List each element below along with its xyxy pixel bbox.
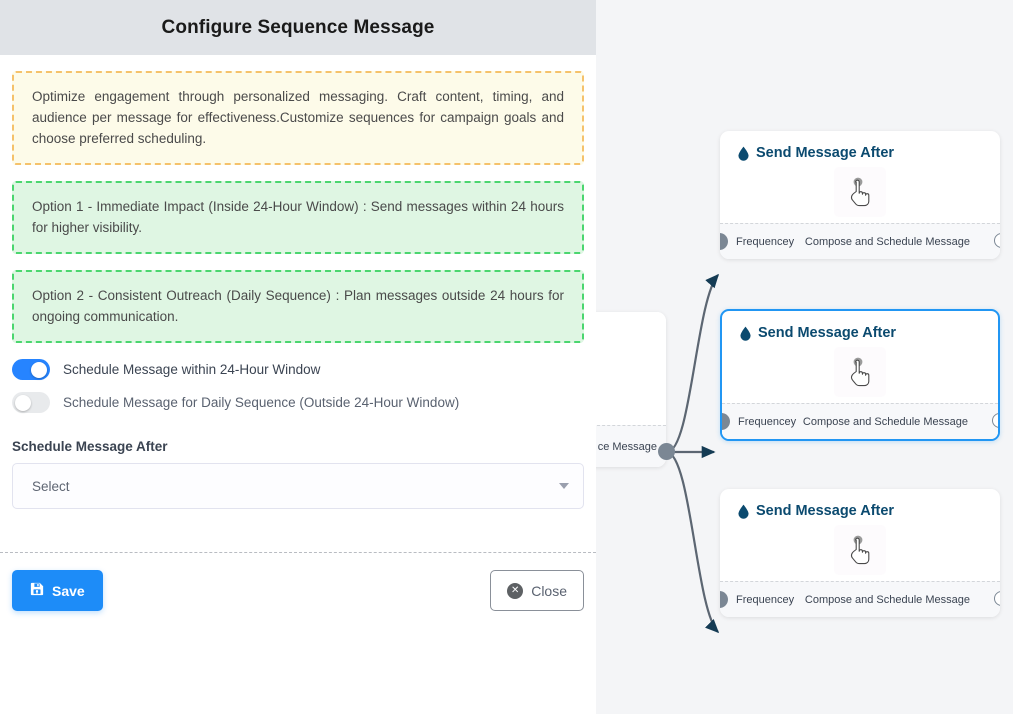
- edge-to-node-3: [666, 450, 720, 634]
- tap-hand-icon: [834, 347, 886, 397]
- node-output-label: Compose and Schedule Message: [802, 415, 968, 428]
- flow-node-footer: Frequencey Compose and Schedule Message: [720, 223, 1000, 259]
- node-output-port[interactable]: [992, 413, 998, 428]
- configure-sequence-modal: Configure Sequence Message Optimize enga…: [0, 0, 596, 611]
- toggle-switch-within-24h[interactable]: [12, 359, 50, 380]
- node-input-port[interactable]: [722, 413, 730, 430]
- upstream-node-body: [596, 312, 666, 425]
- option-1-text: Option 1 - Immediate Impact (Inside 24-H…: [32, 199, 564, 235]
- water-drop-icon: [740, 326, 751, 341]
- toggle-switch-daily-sequence[interactable]: [12, 392, 50, 413]
- info-note-text: Optimize engagement through personalized…: [32, 89, 564, 146]
- node-input-label: Frequencey: [736, 593, 795, 606]
- chevron-down-icon: [559, 483, 569, 489]
- save-icon: [30, 582, 44, 599]
- flow-node-body: [720, 519, 1000, 581]
- flow-node-send-message-after-1[interactable]: Send Message After Frequencey Compose an…: [720, 131, 1000, 259]
- info-note-box: Optimize engagement through personalized…: [12, 71, 584, 165]
- close-button[interactable]: ✕ Close: [490, 570, 584, 611]
- flow-node-send-message-after-3[interactable]: Send Message After Frequencey Compose an…: [720, 489, 1000, 617]
- node-input-label: Frequencey: [738, 415, 797, 428]
- flow-node-title: Send Message After: [756, 145, 895, 161]
- save-button-label: Save: [52, 582, 85, 599]
- flow-node-body: [720, 161, 1000, 223]
- node-output-port[interactable]: [994, 591, 1000, 606]
- source-output-port[interactable]: [658, 443, 675, 460]
- water-drop-icon: [738, 146, 749, 161]
- option-2-text: Option 2 - Consistent Outreach (Daily Se…: [32, 288, 564, 324]
- upstream-node-footer: ce Message: [596, 425, 666, 467]
- close-icon: ✕: [507, 582, 524, 599]
- page-title: Configure Sequence Message: [161, 16, 435, 38]
- node-input-port[interactable]: [720, 591, 728, 608]
- flow-node-title: Send Message After: [758, 325, 897, 341]
- toggle-knob: [15, 394, 31, 411]
- flow-node-footer: Frequencey Compose and Schedule Message: [720, 581, 1000, 617]
- flow-node-send-message-after-2[interactable]: Send Message After Frequencey Compose an…: [720, 309, 1000, 441]
- option-2-box: Option 2 - Consistent Outreach (Daily Se…: [12, 270, 584, 343]
- node-output-port[interactable]: [994, 233, 1000, 248]
- select-value: Select: [32, 478, 70, 494]
- flow-node-header: Send Message After: [720, 131, 1000, 161]
- toggle-label-daily-sequence: Schedule Message for Daily Sequence (Out…: [63, 395, 460, 410]
- modal-footer: Save ✕ Close: [0, 552, 596, 611]
- flow-canvas[interactable]: ce Message Send Message After Frequencey: [596, 0, 1013, 714]
- node-output-label: Compose and Schedule Message: [804, 593, 970, 606]
- upstream-node-partial[interactable]: ce Message: [596, 312, 666, 467]
- save-button[interactable]: Save: [12, 570, 103, 611]
- tap-hand-icon: [834, 525, 886, 575]
- modal-body: Optimize engagement through personalized…: [0, 55, 596, 509]
- upstream-node-out-label: ce Message: [597, 440, 657, 453]
- flow-node-header: Send Message After: [722, 311, 998, 341]
- node-input-label: Frequencey: [736, 235, 795, 248]
- close-button-label: Close: [531, 582, 567, 599]
- edge-to-node-1: [666, 273, 720, 454]
- flow-node-body: [722, 341, 998, 403]
- water-drop-icon: [738, 504, 749, 519]
- toggle-label-within-24h: Schedule Message within 24-Hour Window: [63, 362, 321, 377]
- option-1-box: Option 1 - Immediate Impact (Inside 24-H…: [12, 181, 584, 254]
- toggle-knob: [31, 361, 47, 378]
- schedule-message-after-label: Schedule Message After: [12, 439, 168, 454]
- flow-node-header: Send Message After: [720, 489, 1000, 519]
- tap-hand-icon: [834, 167, 886, 217]
- flow-node-title: Send Message After: [756, 503, 895, 519]
- node-input-port[interactable]: [720, 233, 728, 250]
- modal-header: Configure Sequence Message: [0, 0, 596, 55]
- toggle-row-within-24h[interactable]: Schedule Message within 24-Hour Window: [12, 359, 584, 380]
- node-output-label: Compose and Schedule Message: [804, 235, 970, 248]
- toggle-row-daily-sequence[interactable]: Schedule Message for Daily Sequence (Out…: [12, 392, 584, 413]
- flow-node-footer: Frequencey Compose and Schedule Message: [722, 403, 998, 439]
- schedule-message-after-select[interactable]: Select: [12, 463, 584, 509]
